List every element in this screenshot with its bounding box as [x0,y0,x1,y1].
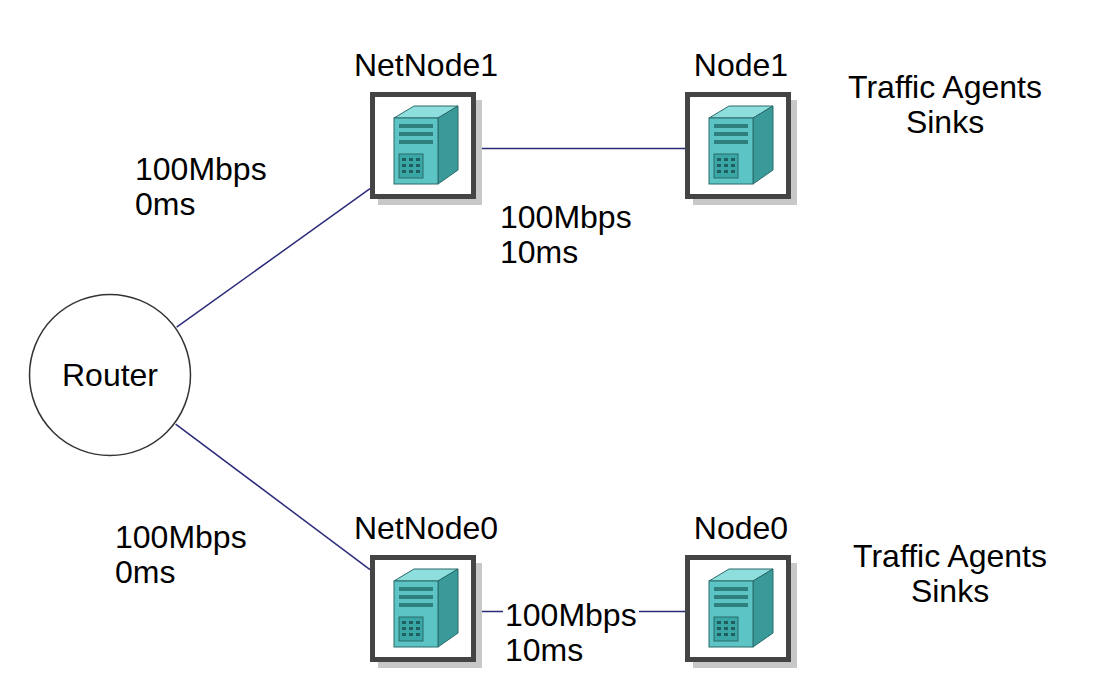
server-icon [685,92,797,205]
node-name: NetNode1 [354,48,498,83]
node-name: NetNode0 [354,511,498,546]
server-node: Node0Traffic Agents Sinks [685,555,797,668]
server-icon [370,555,482,668]
server-node: NetNode1 [370,92,482,205]
node-name: Node1 [694,48,788,83]
node-name: Node0 [694,511,788,546]
server-node: NetNode0 [370,555,482,668]
server-icon [685,555,797,668]
link-label: 100Mbps 0ms [133,152,269,222]
node-note: Traffic Agents Sinks [825,70,1065,140]
link-label: 100Mbps 10ms [498,200,634,270]
node-label: Router [28,293,192,457]
link-label: 100Mbps 0ms [113,520,249,590]
node-note: Traffic Agents Sinks [830,539,1070,609]
link-label: 100Mbps 10ms [503,598,639,668]
link-line [482,148,685,149]
server-icon [370,92,482,205]
router-node: Router [28,293,192,457]
server-node: Node1Traffic Agents Sinks [685,92,797,205]
